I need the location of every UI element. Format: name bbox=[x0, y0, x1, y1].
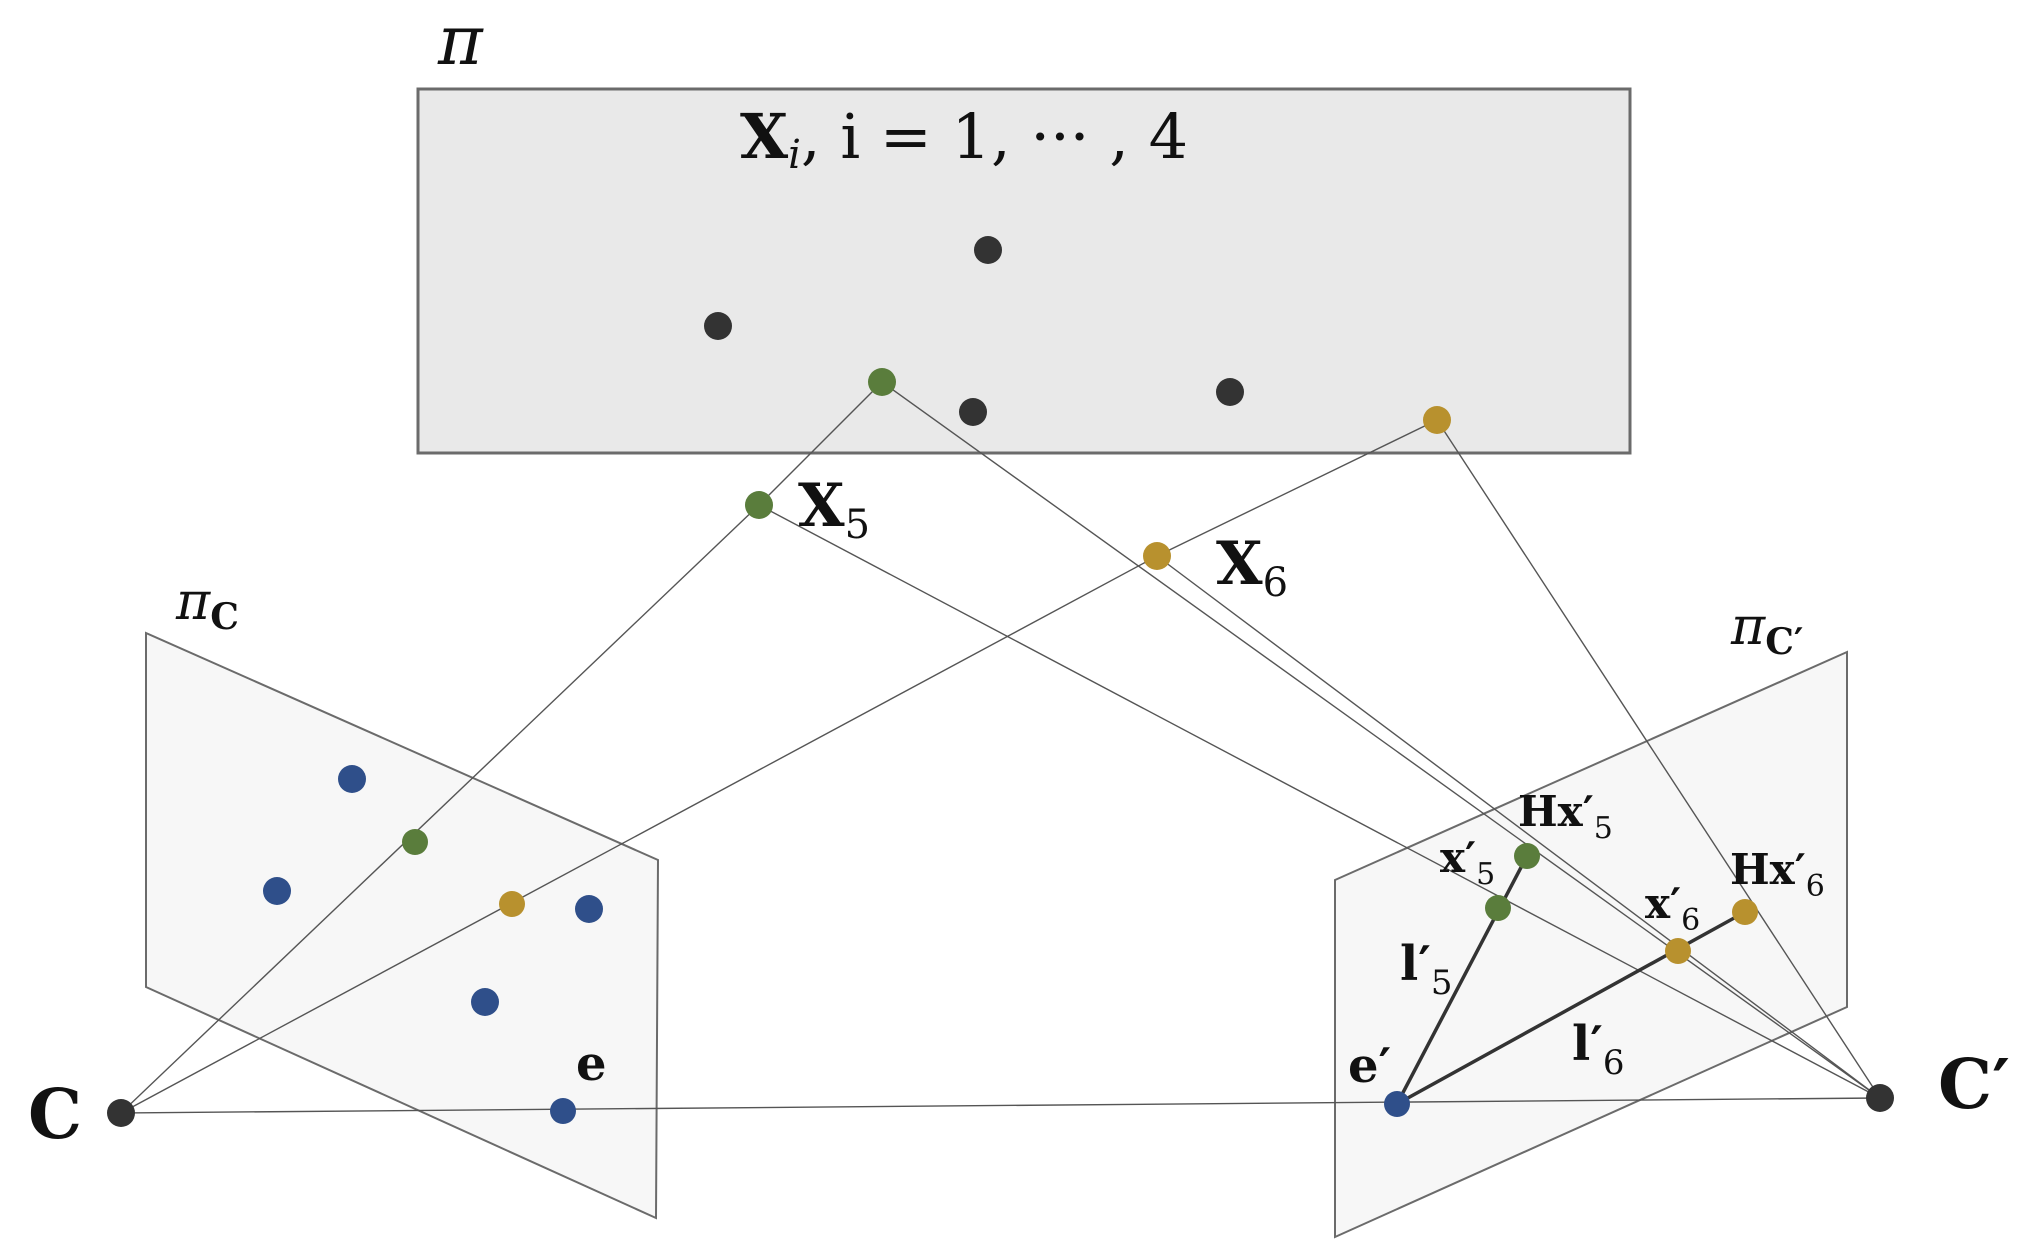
image-c-point-1 bbox=[338, 765, 366, 793]
label-plane-pi: π bbox=[437, 2, 484, 81]
baseline-c-cp bbox=[120, 1097, 1881, 1114]
label-x5-prime: x′5 bbox=[1440, 833, 1495, 892]
label-pi-c-prime: πC′ bbox=[1730, 597, 1803, 663]
camera-center-c bbox=[107, 1099, 135, 1127]
ray-x5-pi-green bbox=[758, 381, 883, 506]
label-epipole-e: e bbox=[576, 1036, 607, 1092]
ray-x6-cp bbox=[1156, 555, 1881, 1099]
label-x5: X5 bbox=[798, 471, 870, 548]
label-epipole-e-prime: e′ bbox=[1348, 1038, 1391, 1094]
label-l6-prime: l′6 bbox=[1572, 1016, 1625, 1083]
image-plane-c bbox=[145, 631, 660, 1220]
image-cp-x5-prime bbox=[1485, 895, 1511, 921]
label-l5-prime: l′5 bbox=[1400, 936, 1453, 1003]
image-c-x5-projection bbox=[402, 829, 428, 855]
label-pi-c: πC bbox=[175, 572, 239, 638]
label-hx6-prime: Hx′6 bbox=[1730, 845, 1825, 904]
ray-x6-pi-gold bbox=[1156, 419, 1438, 557]
label-camera-c-prime: C′ bbox=[1938, 1045, 2010, 1125]
pi-point-gold bbox=[1423, 406, 1451, 434]
ray-c-x6 bbox=[120, 555, 1158, 1114]
label-camera-c: C bbox=[28, 1075, 82, 1155]
label-hx5-prime: Hx′5 bbox=[1518, 787, 1613, 846]
point-x6 bbox=[1143, 542, 1171, 570]
image-cp-x6-prime bbox=[1665, 938, 1691, 964]
image-c-point-2 bbox=[263, 877, 291, 905]
pi-point-green bbox=[868, 368, 896, 396]
label-x6-prime: x′6 bbox=[1645, 879, 1700, 938]
ray-pi-gold-cp bbox=[1436, 419, 1881, 1099]
label-world-points: Xi, i = 1, ··· , 4 bbox=[740, 100, 1188, 178]
camera-center-c-prime bbox=[1866, 1084, 1894, 1112]
image-c-x6-projection bbox=[499, 891, 525, 917]
image-cp-hx5 bbox=[1514, 843, 1540, 869]
plane-pi bbox=[416, 87, 1632, 455]
point-x5 bbox=[745, 491, 773, 519]
epipole-e-point bbox=[550, 1098, 576, 1124]
image-cp-hx6 bbox=[1732, 899, 1758, 925]
world-point-x4 bbox=[1216, 378, 1244, 406]
image-c-point-4 bbox=[471, 988, 499, 1016]
image-c-point-3 bbox=[575, 895, 603, 923]
world-point-x3 bbox=[959, 398, 987, 426]
label-x6: X6 bbox=[1216, 529, 1288, 606]
ray-pi-green-cp bbox=[881, 381, 1881, 1099]
world-point-x2 bbox=[704, 312, 732, 340]
epipole-e-prime-point bbox=[1384, 1091, 1410, 1117]
ray-x5-cp bbox=[758, 504, 1881, 1099]
ray-c-x5 bbox=[120, 504, 760, 1114]
world-point-x1 bbox=[974, 236, 1002, 264]
